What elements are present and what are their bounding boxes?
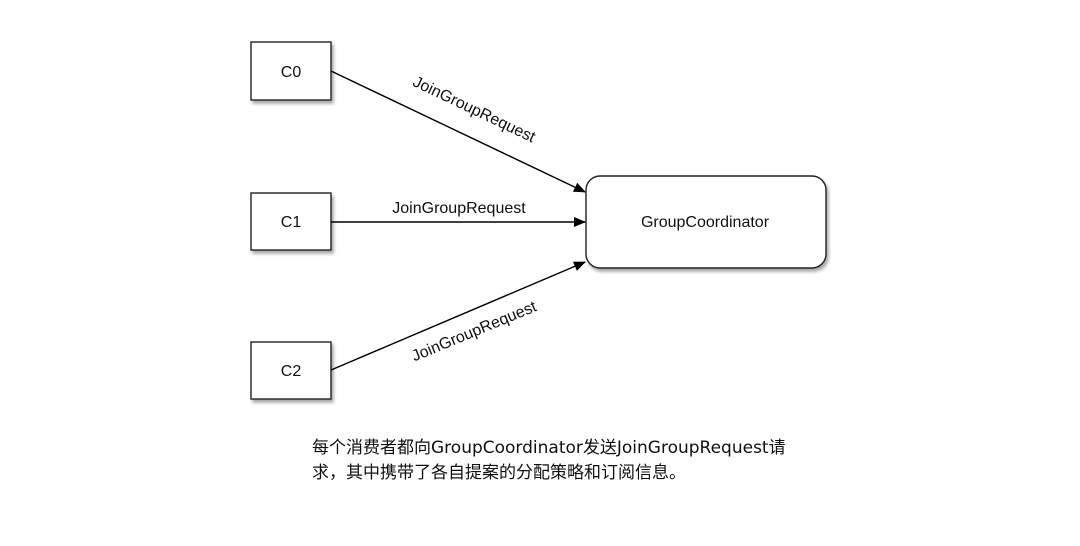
coordinator-box: GroupCoordinator <box>585 175 827 269</box>
consumer-box-c2: C2 <box>250 341 332 400</box>
consumer-label-c0: C0 <box>281 64 302 81</box>
consumer-label-c2: C2 <box>281 363 302 380</box>
edge-label-c1: JoinGroupRequest <box>392 200 526 217</box>
consumer-box-c1: C1 <box>250 192 332 251</box>
caption-line-1: 每个消费者都向GroupCoordinator发送JoinGroupReques… <box>312 438 786 458</box>
edge-label-c0: JoinGroupRequest <box>410 74 538 147</box>
edge-c0-to-coordinator <box>330 70 586 193</box>
consumer-label-c1: C1 <box>281 214 302 231</box>
diagram-caption: 每个消费者都向GroupCoordinator发送JoinGroupReques… <box>312 436 832 486</box>
consumer-box-c0: C0 <box>250 41 332 101</box>
coordinator-label: GroupCoordinator <box>641 214 770 231</box>
caption-line-2: 求，其中携带了各自提案的分配策略和订阅信息。 <box>312 463 686 483</box>
edge-c2-to-coordinator <box>330 261 586 371</box>
